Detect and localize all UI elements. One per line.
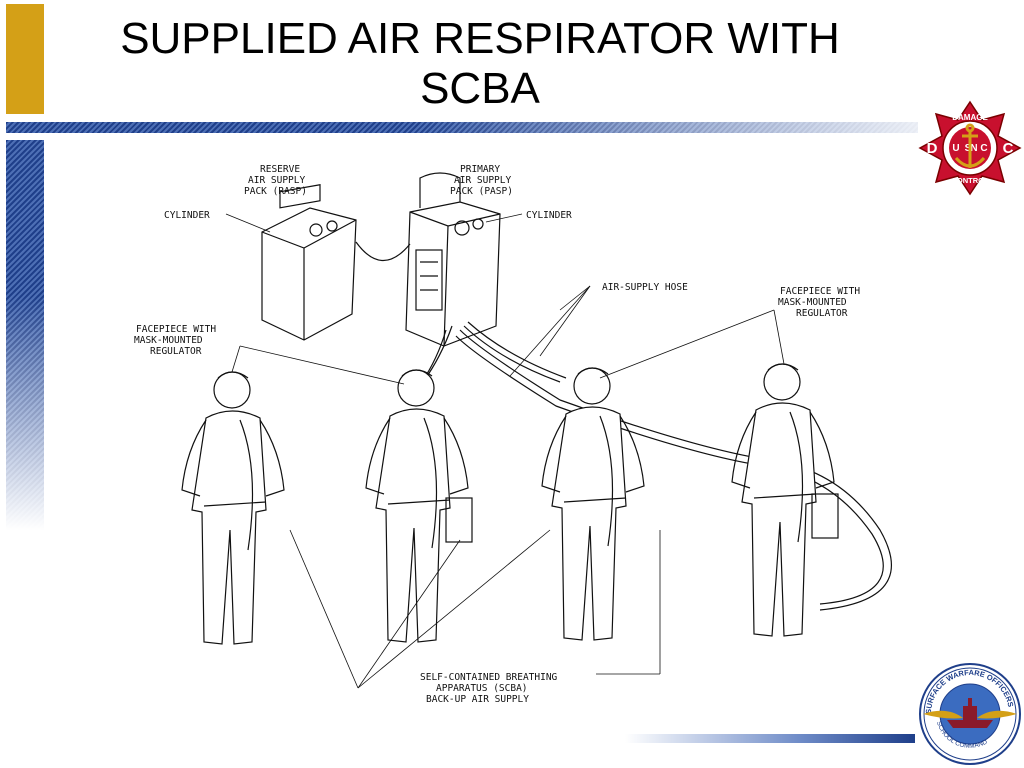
cylinder-left-label: CYLINDER xyxy=(164,210,210,221)
title-accent-bar xyxy=(6,4,44,114)
figure-4 xyxy=(731,363,839,637)
air-supply-hoses xyxy=(415,321,892,611)
facepiece-left-label-1: FACEPIECE WITH xyxy=(136,324,216,335)
title-line-1: SUPPLIED AIR RESPIRATOR WITH xyxy=(120,14,840,63)
swo-school-logo: SURFACE WARFARE OFFICERS SCHOOL COMMAND xyxy=(919,663,1021,765)
figure-3 xyxy=(541,367,645,641)
slide-title: SUPPLIED AIR RESPIRATOR WITH SCBA xyxy=(0,14,960,114)
facepiece-right-label-3: REGULATOR xyxy=(796,308,848,319)
scba-label-2: APPARATUS (SCBA) xyxy=(436,683,528,694)
reserve-pack-label-1: RESERVE xyxy=(260,164,300,175)
facepiece-left-label-3: REGULATOR xyxy=(150,346,202,357)
cylinder-right-label: CYLINDER xyxy=(526,210,572,221)
primary-pack-label-3: PACK (PASP) xyxy=(450,186,513,197)
primary-pack-label-2: AIR SUPPLY xyxy=(454,175,511,186)
reserve-pack-label-2: AIR SUPPLY xyxy=(248,175,305,186)
respirator-illustration: RESERVE AIR SUPPLY PACK (RASP) PRIMARY A… xyxy=(134,164,892,705)
dc-logo-letter-u: U xyxy=(952,143,959,154)
air-supply-hose-label: AIR-SUPPLY HOSE xyxy=(602,282,688,293)
dc-logo-bottom-text: CONTROL xyxy=(951,176,988,185)
title-line-2: SCBA xyxy=(420,64,540,113)
facepiece-right-label-1: FACEPIECE WITH xyxy=(780,286,860,297)
wings-icon xyxy=(923,710,1017,719)
figure-1 xyxy=(181,371,285,645)
title-divider xyxy=(6,122,918,133)
facepiece-right-label-2: MASK-MOUNTED xyxy=(778,297,847,308)
dc-logo-letter-s: S xyxy=(965,143,972,154)
side-decoration xyxy=(6,140,44,530)
anchor-icon xyxy=(954,123,986,168)
figure-2 xyxy=(365,369,473,643)
ship-icon xyxy=(947,698,993,728)
dc-logo-left-letter: D xyxy=(927,140,938,157)
scba-label-1: SELF-CONTAINED BREATHING xyxy=(420,672,558,683)
damage-control-logo: DAMAGE CONTROL D C U S N C xyxy=(918,100,1022,196)
scba-label-3: BACK-UP AIR SUPPLY xyxy=(426,694,529,705)
reserve-pack-label-3: PACK (RASP) xyxy=(244,186,307,197)
dc-logo-letter-n: N xyxy=(970,143,977,154)
reserve-air-supply-pack xyxy=(261,184,357,341)
primary-pack-label-1: PRIMARY xyxy=(460,164,500,175)
leader-lines xyxy=(225,213,785,689)
facepiece-left-label-2: MASK-MOUNTED xyxy=(134,335,203,346)
dc-logo-top-text: DAMAGE xyxy=(952,113,988,122)
connecting-hose xyxy=(355,241,411,261)
dc-logo-letter-c: C xyxy=(980,143,987,154)
footer-divider xyxy=(625,734,915,743)
primary-air-supply-pack xyxy=(405,172,501,347)
dc-logo-right-letter: C xyxy=(1003,140,1014,157)
